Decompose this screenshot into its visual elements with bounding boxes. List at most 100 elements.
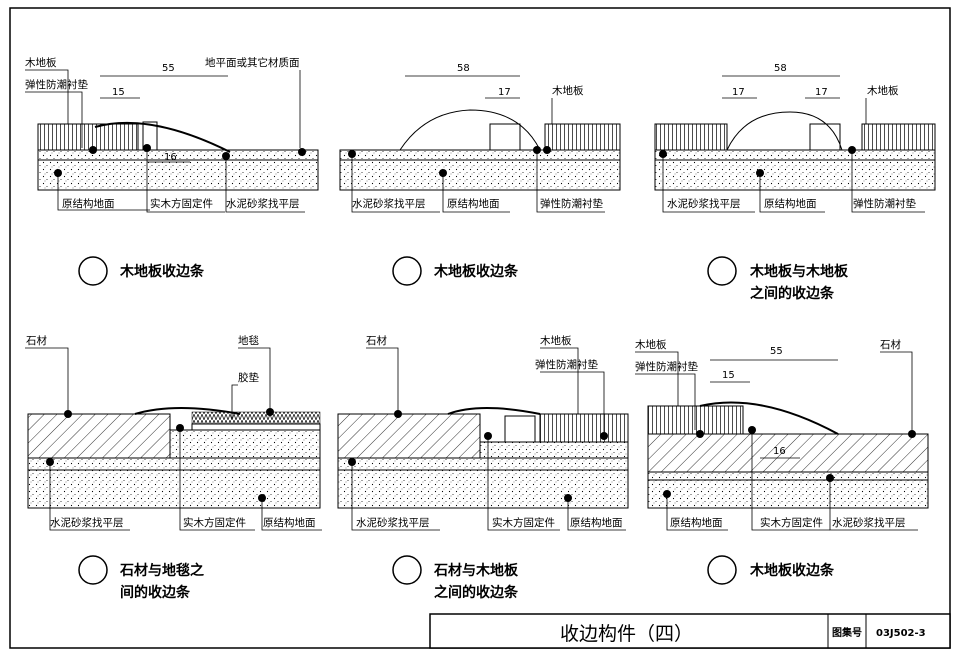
caption-panel-4-line-1: 石材与地毯之 xyxy=(119,562,204,579)
dim-16: 16 xyxy=(773,446,786,457)
mortar-layer xyxy=(654,149,936,161)
caption-panel-3-line-1: 木地板与木地板 xyxy=(749,263,849,280)
caption-panel-5-line-1: 石材与木地板 xyxy=(433,562,519,579)
base-layer xyxy=(37,159,319,191)
leader-line xyxy=(540,371,605,436)
label-carpet: 地毯 xyxy=(238,334,259,347)
wood-floor xyxy=(539,413,629,443)
leader-line xyxy=(635,373,696,430)
leader-dot xyxy=(143,144,151,152)
label-pad: 弹性防潮衬垫 xyxy=(635,360,698,373)
sheet-title: 收边构件（四） xyxy=(560,623,693,645)
leader-line xyxy=(25,91,83,148)
label-wood-floor: 木地板 xyxy=(540,334,572,347)
wood-floor xyxy=(37,123,139,151)
mortar-layer xyxy=(337,457,629,471)
panel-2-wood-floor-edge-strip: 58 17 木地板 水泥砂浆找平层 原结构地面 弹性防潮衬垫 木地板收边条 xyxy=(339,63,621,286)
leader-line xyxy=(540,347,579,414)
label-pad: 弹性防潮衬垫 xyxy=(25,78,88,91)
leader-dot xyxy=(176,424,184,432)
leader-line xyxy=(25,69,69,124)
atlas-number: 03J502-3 xyxy=(876,628,926,639)
base-layer xyxy=(27,469,321,509)
caption-panel-1: 木地板收边条 xyxy=(119,263,205,280)
label-fixing: 实木方固定件 xyxy=(492,516,555,529)
title-block: 收边构件（四） 图集号 03J502-3 xyxy=(429,613,951,649)
caption-panel-3-line-2: 之间的收边条 xyxy=(750,285,835,302)
dim-17: 17 xyxy=(498,87,511,98)
dim-15: 15 xyxy=(722,370,735,381)
leader-dot xyxy=(696,430,704,438)
mortar-right xyxy=(169,429,321,459)
leader-dot xyxy=(89,146,97,154)
dim-58: 58 xyxy=(774,63,787,74)
label-pad: 弹性防潮衬垫 xyxy=(853,197,916,210)
mortar-right xyxy=(479,441,629,459)
edge-strip xyxy=(699,401,839,435)
label-mortar: 水泥砂浆找平层 xyxy=(352,197,426,210)
label-base: 原结构地面 xyxy=(764,197,817,210)
stone-slab xyxy=(27,413,171,459)
adjacent-surface xyxy=(399,109,541,151)
caption-circle xyxy=(707,555,737,585)
atlas-label: 图集号 xyxy=(832,626,862,639)
leader-line xyxy=(442,173,510,213)
panel-5-stone-to-wood-edge-strip: 石材 木地板 弹性防潮衬垫 水泥砂浆找平层 实木方固定件 原结构地面 石材与木地… xyxy=(337,334,629,601)
dim-17-right: 17 xyxy=(815,87,828,98)
leader-line xyxy=(751,434,830,531)
label-floor-surface: 地平面或其它材质面 xyxy=(205,56,300,69)
label-mortar: 水泥砂浆找平层 xyxy=(832,516,906,529)
panel-4-stone-to-carpet-edge-strip: 石材 地毯 胶垫 水泥砂浆找平层 实木方固定件 原结构地面 石材与地毯之 间的收… xyxy=(25,334,322,601)
leader-line xyxy=(225,160,305,213)
caption-circle xyxy=(707,256,737,286)
label-mortar: 水泥砂浆找平层 xyxy=(667,197,741,210)
caption-panel-2: 木地板收边条 xyxy=(433,263,519,280)
mortar-layer xyxy=(339,149,621,161)
leader-dot xyxy=(543,146,551,154)
leader-line xyxy=(567,498,626,531)
caption-circle xyxy=(78,256,108,286)
leader-dot xyxy=(748,426,756,434)
label-wood-floor: 木地板 xyxy=(552,84,584,97)
label-base: 原结构地面 xyxy=(570,516,623,529)
leader-line xyxy=(487,440,560,531)
leader-line xyxy=(179,430,255,531)
dim-17-left: 17 xyxy=(732,87,745,98)
leader-dot xyxy=(484,432,492,440)
label-wood-floor: 木地板 xyxy=(867,84,899,97)
wood-floor xyxy=(544,123,621,151)
stone-slab xyxy=(647,433,929,473)
label-wood-floor: 木地板 xyxy=(635,338,667,351)
leader-line xyxy=(238,347,271,412)
wood-floor-right xyxy=(861,123,936,151)
leader-line xyxy=(666,494,728,531)
leader-line xyxy=(829,478,918,531)
panel-6-wood-floor-edge-strip: 55 15 16 木地板 弹性防潮衬垫 石材 原结构地面 实木方固定件 水泥砂浆… xyxy=(635,338,929,585)
wood-fixing-block xyxy=(489,123,521,151)
base-layer xyxy=(654,159,936,191)
edge-strip xyxy=(134,407,241,415)
wood-floor xyxy=(647,405,744,435)
leader-line xyxy=(261,498,322,531)
carpet xyxy=(191,411,321,425)
caption-circle xyxy=(392,256,422,286)
label-mortar: 水泥砂浆找平层 xyxy=(226,197,300,210)
panel-1-wood-floor-edge-strip: 55 15 16 木地板 弹性防潮衬垫 地平面或其它材质面 原结构地面 实木方固… xyxy=(25,56,319,286)
label-wood-floor: 木地板 xyxy=(25,56,57,69)
label-fixing: 实木方固定件 xyxy=(760,516,823,529)
wood-floor-left xyxy=(654,123,728,151)
label-pad: 弹性防潮衬垫 xyxy=(535,358,598,371)
wood-fixing-block xyxy=(809,123,841,151)
center-threshold xyxy=(726,111,843,151)
caption-circle xyxy=(392,555,422,585)
dim-55: 55 xyxy=(770,346,783,357)
base-layer xyxy=(339,159,621,191)
leader-line xyxy=(635,351,679,406)
label-stone: 石材 xyxy=(366,334,387,347)
leader-line xyxy=(851,150,925,213)
leader-line xyxy=(49,462,130,531)
label-stone: 石材 xyxy=(880,338,901,351)
stone-slab xyxy=(337,413,481,459)
glue-pad xyxy=(191,423,321,431)
